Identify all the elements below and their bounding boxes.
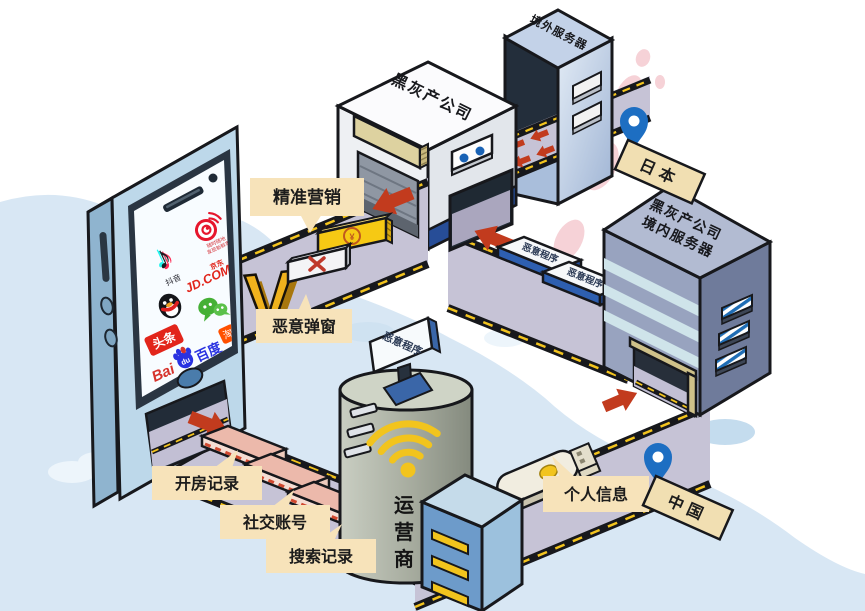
operator-char: 运 (394, 494, 414, 517)
server-slot-edge (572, 83, 602, 106)
svg-text:开房记录: 开房记录 (175, 474, 239, 493)
label-malicious-popup: 恶意弹窗 (256, 294, 352, 343)
speaker-slot (163, 186, 204, 213)
volume-slot (99, 232, 110, 282)
camera-icon (208, 173, 218, 183)
server-box-slot (431, 528, 469, 608)
malicious-popup-window (284, 241, 354, 284)
side-button (100, 296, 114, 316)
label-personal-info: 个人信息 (543, 456, 649, 512)
monitor-screen (368, 316, 434, 374)
qq-icon (158, 293, 182, 319)
svg-text:个人信息: 个人信息 (563, 485, 628, 504)
stripe (604, 258, 700, 317)
domestic-server-building: 黑灰产公司 境内服务器 (601, 184, 774, 419)
stripe (604, 310, 700, 369)
vent (715, 345, 747, 378)
vent (718, 319, 750, 352)
pin-japan (620, 107, 648, 148)
malware-monitor: 恶意程序 (368, 316, 442, 407)
security-camera (450, 133, 494, 177)
baidu-du: du (180, 355, 192, 367)
home-button (176, 367, 204, 389)
coin-symbol: ¥ (349, 232, 354, 242)
server-roof (501, 8, 616, 70)
coin-icon (343, 227, 361, 245)
x-icon (308, 256, 326, 272)
svg-text:搜索记录: 搜索记录 (289, 547, 353, 566)
camera-lens-icon (459, 153, 469, 163)
camera-lens-icon (475, 146, 485, 156)
svg-text:社交账号: 社交账号 (242, 513, 307, 532)
wifi-icon (366, 420, 441, 478)
ad-banner: ¥ (314, 212, 394, 257)
sign-japan: 日本 (613, 138, 707, 206)
company-tunnel-floor (452, 190, 510, 246)
taobao-label: 淘 (221, 326, 236, 342)
svg-text:恶意弹窗: 恶意弹窗 (272, 317, 336, 336)
domestic-roof (601, 184, 774, 280)
svg-text:精准营销: 精准营销 (273, 187, 341, 207)
monitor-base (382, 371, 434, 407)
pin-china (644, 443, 672, 484)
weibo-icon: 随时随地 发现新鲜事 (195, 211, 232, 256)
cylinder-slat (343, 402, 378, 459)
label-search-records: 搜索记录 (266, 524, 376, 573)
sign-china: 中国 (641, 474, 735, 542)
stripe (604, 284, 700, 343)
server-slot-edge (572, 113, 602, 136)
label-hotel-records: 开房记录 (152, 450, 262, 500)
operator-char: 营 (394, 520, 414, 544)
taobao-icon: 淘 (218, 324, 236, 344)
label-precision-marketing: 精准营销 (250, 178, 364, 233)
label-social-accounts: 社交账号 (220, 490, 330, 539)
operator-char: 商 (394, 547, 414, 571)
server-box (418, 473, 526, 611)
vent (721, 293, 753, 326)
side-button (104, 328, 118, 348)
garage-beam-side (686, 370, 698, 419)
labels: 精准营销 恶意弹窗 开房记录 社交账号 搜索记录 个人信息 (152, 178, 649, 573)
smartphone: ♪ ♪ ♪ 抖音 随时随地 发现新鲜事 京东 JD.COM (86, 124, 247, 509)
wechat-icon (198, 297, 231, 322)
